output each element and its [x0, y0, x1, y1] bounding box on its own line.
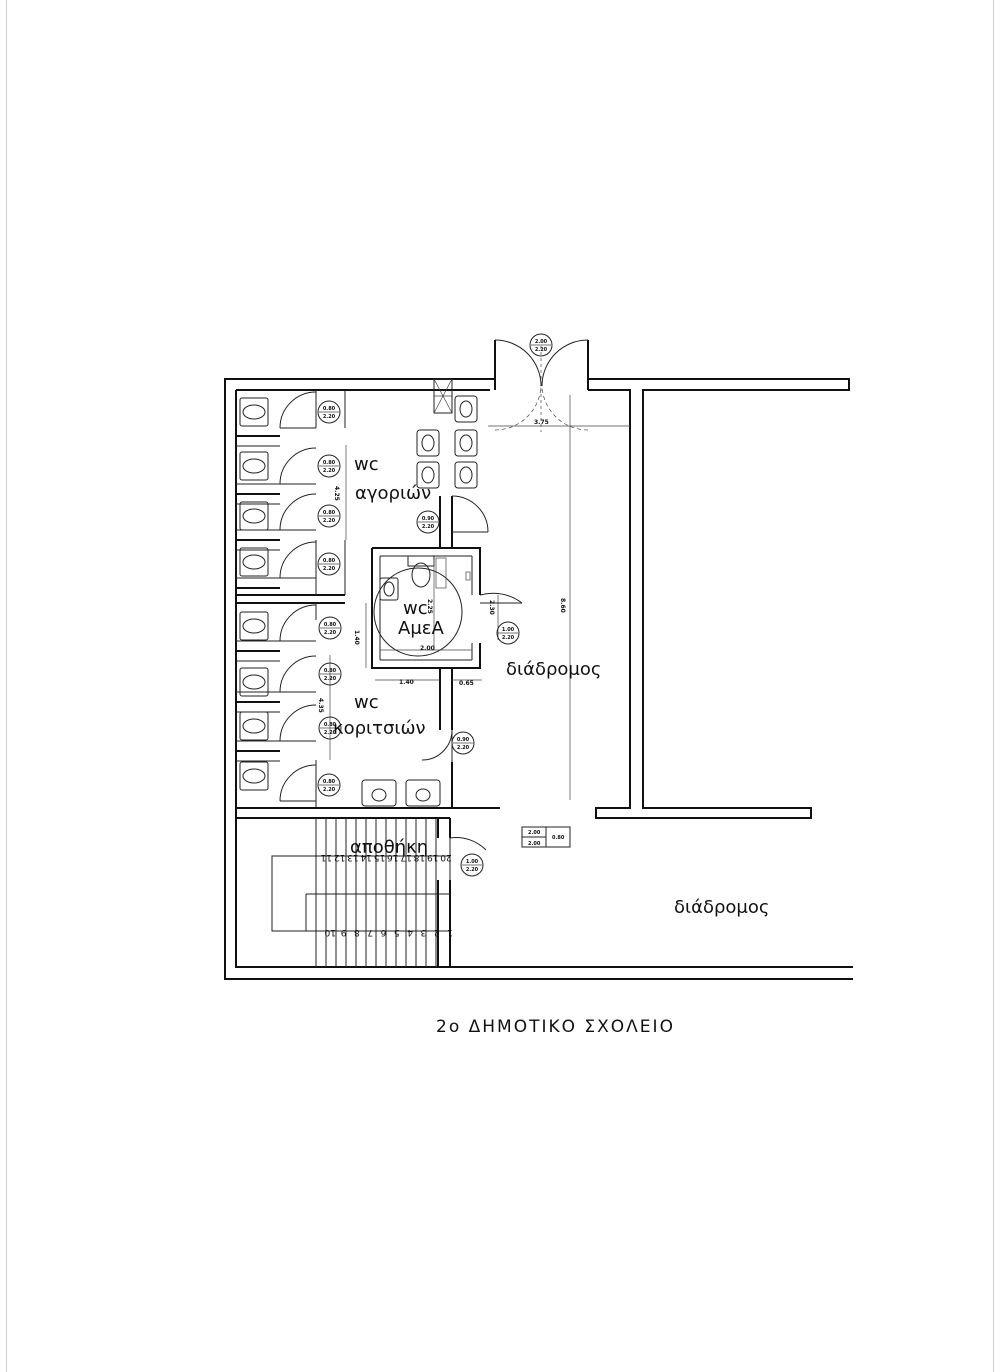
- amea-fixtures: [373, 555, 471, 657]
- door-tag-value: 1.00: [466, 859, 479, 865]
- stair-step-number: 4: [407, 927, 413, 937]
- page-frame: [6, 0, 994, 1372]
- stair-step-number: 18: [413, 852, 425, 862]
- dim-230: 2.30: [488, 600, 495, 615]
- door-tag-value: 2.20: [502, 635, 515, 641]
- door-tag-value: 2.20: [323, 414, 336, 420]
- door-tag-value: 0.80: [323, 510, 336, 516]
- door-tag-boys-stall-1: [317, 400, 341, 424]
- door-tag-value: 0.80: [324, 622, 337, 628]
- door-tag-value: 0.80: [323, 460, 336, 466]
- stair-step-number: 3: [421, 927, 427, 937]
- door-tag-girls-stall-3: [318, 716, 342, 740]
- stair-step-number: 17: [400, 852, 411, 862]
- door-tag-girls-stall-2: [318, 662, 342, 686]
- label-corridor-2: διάδρομος: [674, 897, 769, 918]
- stair-step-number: 10: [324, 927, 336, 937]
- stair-step-number: 19: [427, 852, 439, 862]
- door-tag-entrance: [529, 333, 553, 357]
- girls-toilets: [239, 611, 269, 791]
- door-tag-boys-stall-2: [317, 454, 341, 478]
- outer-walls: [224, 378, 853, 980]
- door-tag-value: 0.80: [323, 779, 336, 785]
- stair-step-number: 20: [440, 852, 452, 862]
- door-tag-value: 2.20: [466, 867, 479, 873]
- drawing-title: 2ο ΔΗΜΟΤΙΚΟ ΣΧΟΛΕΙΟ: [436, 1017, 675, 1037]
- label-corridor-1: διάδρομος: [506, 659, 601, 680]
- door-tag-value: 0.80: [323, 406, 336, 412]
- door-tag-value: 2.20: [323, 566, 336, 572]
- dim-860: 8.60: [559, 598, 566, 613]
- door-tag-girls-stall-4: [317, 773, 341, 797]
- stair-step-number: 11: [321, 852, 332, 862]
- label-wc-boys-1: wc: [354, 454, 379, 475]
- label-wc-amea-2: ΑμεΑ: [398, 618, 444, 639]
- window-tag-b: 2.00: [528, 841, 541, 847]
- stair-step-number: 2: [434, 927, 440, 937]
- door-tag-value: 0.80: [324, 722, 337, 728]
- door-tag-value: 2.00: [535, 339, 548, 345]
- label-wc-amea-1: wc: [403, 598, 428, 619]
- door-tag-amea-door: [496, 621, 520, 645]
- stair-step-number: 9: [340, 927, 346, 937]
- window-tag-a: 2.00: [528, 830, 541, 836]
- door-tag-girls-door: [451, 731, 475, 755]
- door-tag-girls-stall-1: [318, 616, 342, 640]
- stair-step-number: 8: [354, 927, 360, 937]
- dim-435: 4.35: [317, 698, 324, 713]
- dim-425: 4.25: [333, 486, 340, 501]
- label-wc-boys-2: αγοριών: [355, 483, 431, 504]
- window-tag: [521, 826, 571, 848]
- door-tag-value: 2.20: [324, 676, 337, 682]
- door-tag-value: 2.20: [457, 745, 470, 751]
- door-tag-storage-door: [460, 853, 484, 877]
- stair-step-number: 16: [387, 852, 399, 862]
- door-tag-boys-stall-4: [317, 552, 341, 576]
- dim-140v: 1.40: [353, 630, 360, 645]
- door-tag-boys-door: [416, 510, 440, 534]
- door-tag-value: 2.20: [422, 524, 435, 530]
- door-tag-value: 2.20: [323, 787, 336, 793]
- entrance-door: [494, 339, 589, 432]
- sinks: [361, 395, 478, 807]
- dimension-lines: [329, 395, 630, 800]
- stall-doors: [279, 391, 317, 802]
- stair-step-number: 6: [380, 927, 386, 937]
- door-tag-value: 2.20: [323, 468, 336, 474]
- door-tag-value: 2.20: [324, 730, 337, 736]
- door-tag-value: 2.20: [323, 518, 336, 524]
- window-tag-c: 0.80: [552, 835, 565, 841]
- door-tag-value: 0.90: [457, 737, 470, 743]
- dim-140h: 1.40: [399, 679, 414, 686]
- stair-step-number: 5: [394, 927, 400, 937]
- stair-step-number: 7: [367, 927, 373, 937]
- staircase: [271, 818, 450, 967]
- door-tag-value: 2.20: [324, 630, 337, 636]
- door-tag-value: 1.00: [502, 627, 515, 633]
- stair-step-number: 15: [374, 852, 385, 862]
- stair-step-number: 1: [447, 927, 453, 937]
- stair-step-number: 12: [334, 852, 345, 862]
- door-tag-value: 0.80: [323, 558, 336, 564]
- dim-065: 0.65: [459, 680, 474, 687]
- label-storage: αποθήκη: [350, 837, 428, 858]
- door-tag-value: 0.90: [422, 516, 435, 522]
- door-tag-value: 2.20: [535, 347, 548, 353]
- dim-225: 2.25: [426, 599, 433, 614]
- door-tag-value: 0.80: [324, 668, 337, 674]
- dim-375: 3.75: [534, 419, 549, 426]
- label-wc-girls-2: κοριτσιών: [333, 718, 426, 739]
- stair-step-number: 14: [360, 852, 372, 862]
- door-tags: 2.00 2.20 0.80 2.20 0.80 2.20 0.80 2.20 0.80 2.20…: [317, 333, 553, 877]
- stair-step-number: 13: [347, 852, 358, 862]
- boys-toilets: [239, 397, 269, 577]
- dim-200: 2.00: [420, 645, 435, 652]
- door-tag-boys-stall-3: [317, 504, 341, 528]
- label-wc-girls-1: wc: [354, 692, 379, 713]
